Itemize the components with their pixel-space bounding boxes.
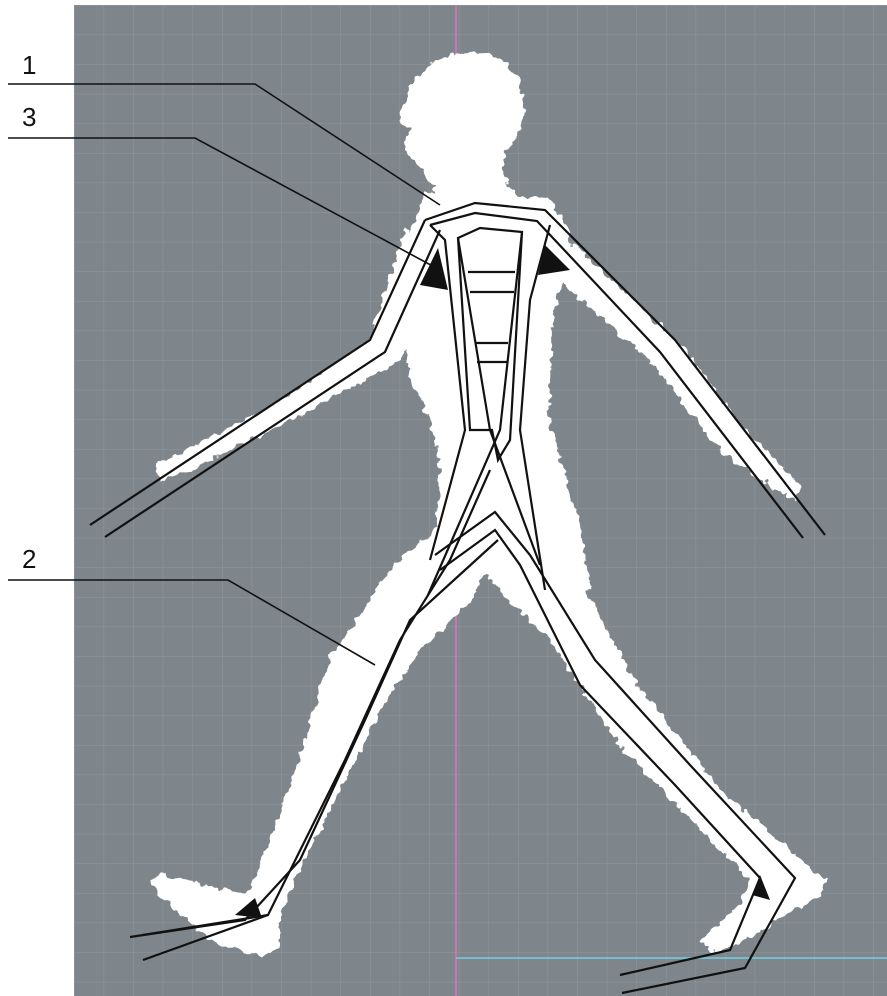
callout-1-label: 1 — [22, 50, 36, 80]
callout-3-label: 3 — [22, 102, 36, 132]
callout-2-label: 2 — [22, 544, 36, 574]
